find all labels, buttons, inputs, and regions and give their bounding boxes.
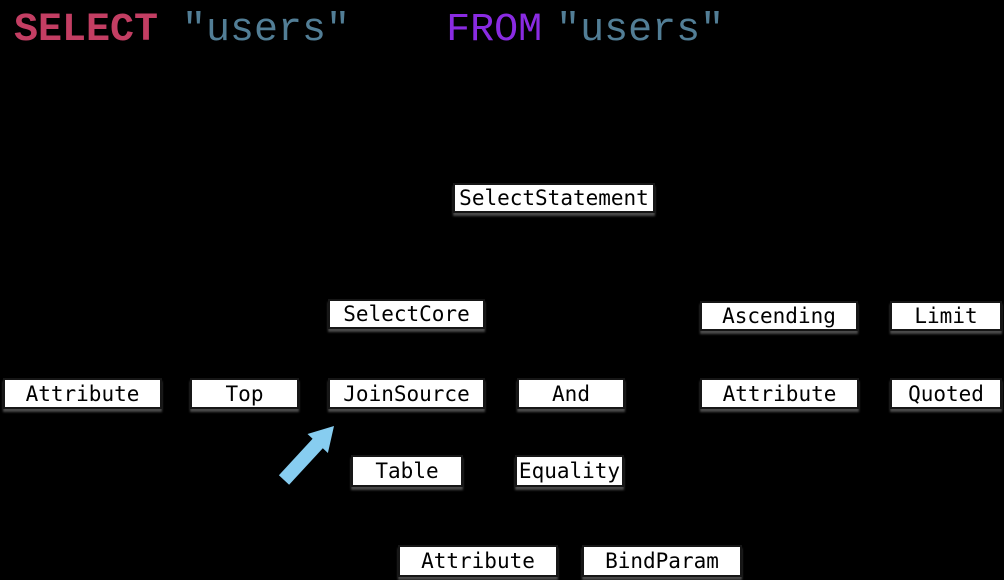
tree-node-joinsource: JoinSource — [328, 378, 485, 409]
sql-string-users-1: "users" — [182, 8, 351, 53]
sql-query-line: SELECT "users" FROM "users" — [14, 8, 724, 54]
tree-node-selectstatement: SelectStatement — [453, 183, 655, 213]
tree-node-attribute-1: Attribute — [3, 378, 162, 409]
sql-keyword-from: FROM — [446, 8, 543, 53]
tree-node-equality: Equality — [515, 455, 624, 487]
tree-node-ascending: Ascending — [700, 301, 858, 331]
tree-node-limit: Limit — [890, 301, 1002, 331]
arrow-up-right-icon — [278, 426, 334, 485]
tree-node-selectcore: SelectCore — [328, 299, 485, 329]
tree-node-top: Top — [190, 378, 299, 409]
tree-node-table: Table — [351, 455, 463, 487]
tree-node-and: And — [517, 378, 625, 409]
tree-node-attribute-2: Attribute — [700, 378, 859, 409]
tree-node-quoted: Quoted — [890, 378, 1002, 409]
sql-keyword-select: SELECT — [14, 8, 159, 53]
tree-node-attribute-3: Attribute — [398, 545, 558, 577]
tree-node-bindparam: BindParam — [582, 545, 742, 577]
sql-string-users-2: "users" — [556, 8, 725, 53]
